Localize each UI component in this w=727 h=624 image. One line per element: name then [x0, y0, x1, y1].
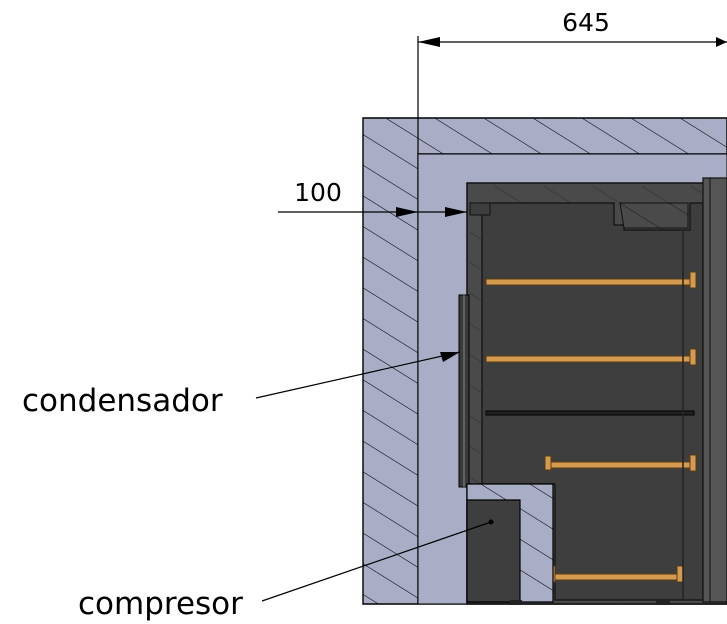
condenser: [458, 294, 470, 488]
shelf: [549, 461, 695, 469]
offset-dimension: 100: [278, 178, 467, 217]
shelves: [485, 230, 697, 600]
shelf-post: [689, 454, 697, 472]
shelf: [552, 573, 684, 581]
shelf-post: [689, 271, 697, 289]
shelf: [485, 355, 695, 363]
condenser-label: condensador: [22, 383, 223, 419]
width-dimension-label: 645: [562, 8, 610, 37]
shelf: [485, 278, 695, 286]
base-feet: [510, 600, 670, 605]
shelf-post: [689, 348, 697, 366]
compressor-label: compresor: [78, 586, 243, 622]
shelf-post: [676, 565, 684, 583]
condenser-callout: condensador: [22, 351, 461, 419]
width-dimension: 645: [417, 8, 727, 154]
compressor-callout: compresor: [78, 519, 494, 622]
shelf-post: [544, 455, 552, 471]
compressor: [466, 483, 554, 603]
shelf-dark: [485, 410, 695, 416]
offset-dimension-label: 100: [294, 178, 342, 207]
